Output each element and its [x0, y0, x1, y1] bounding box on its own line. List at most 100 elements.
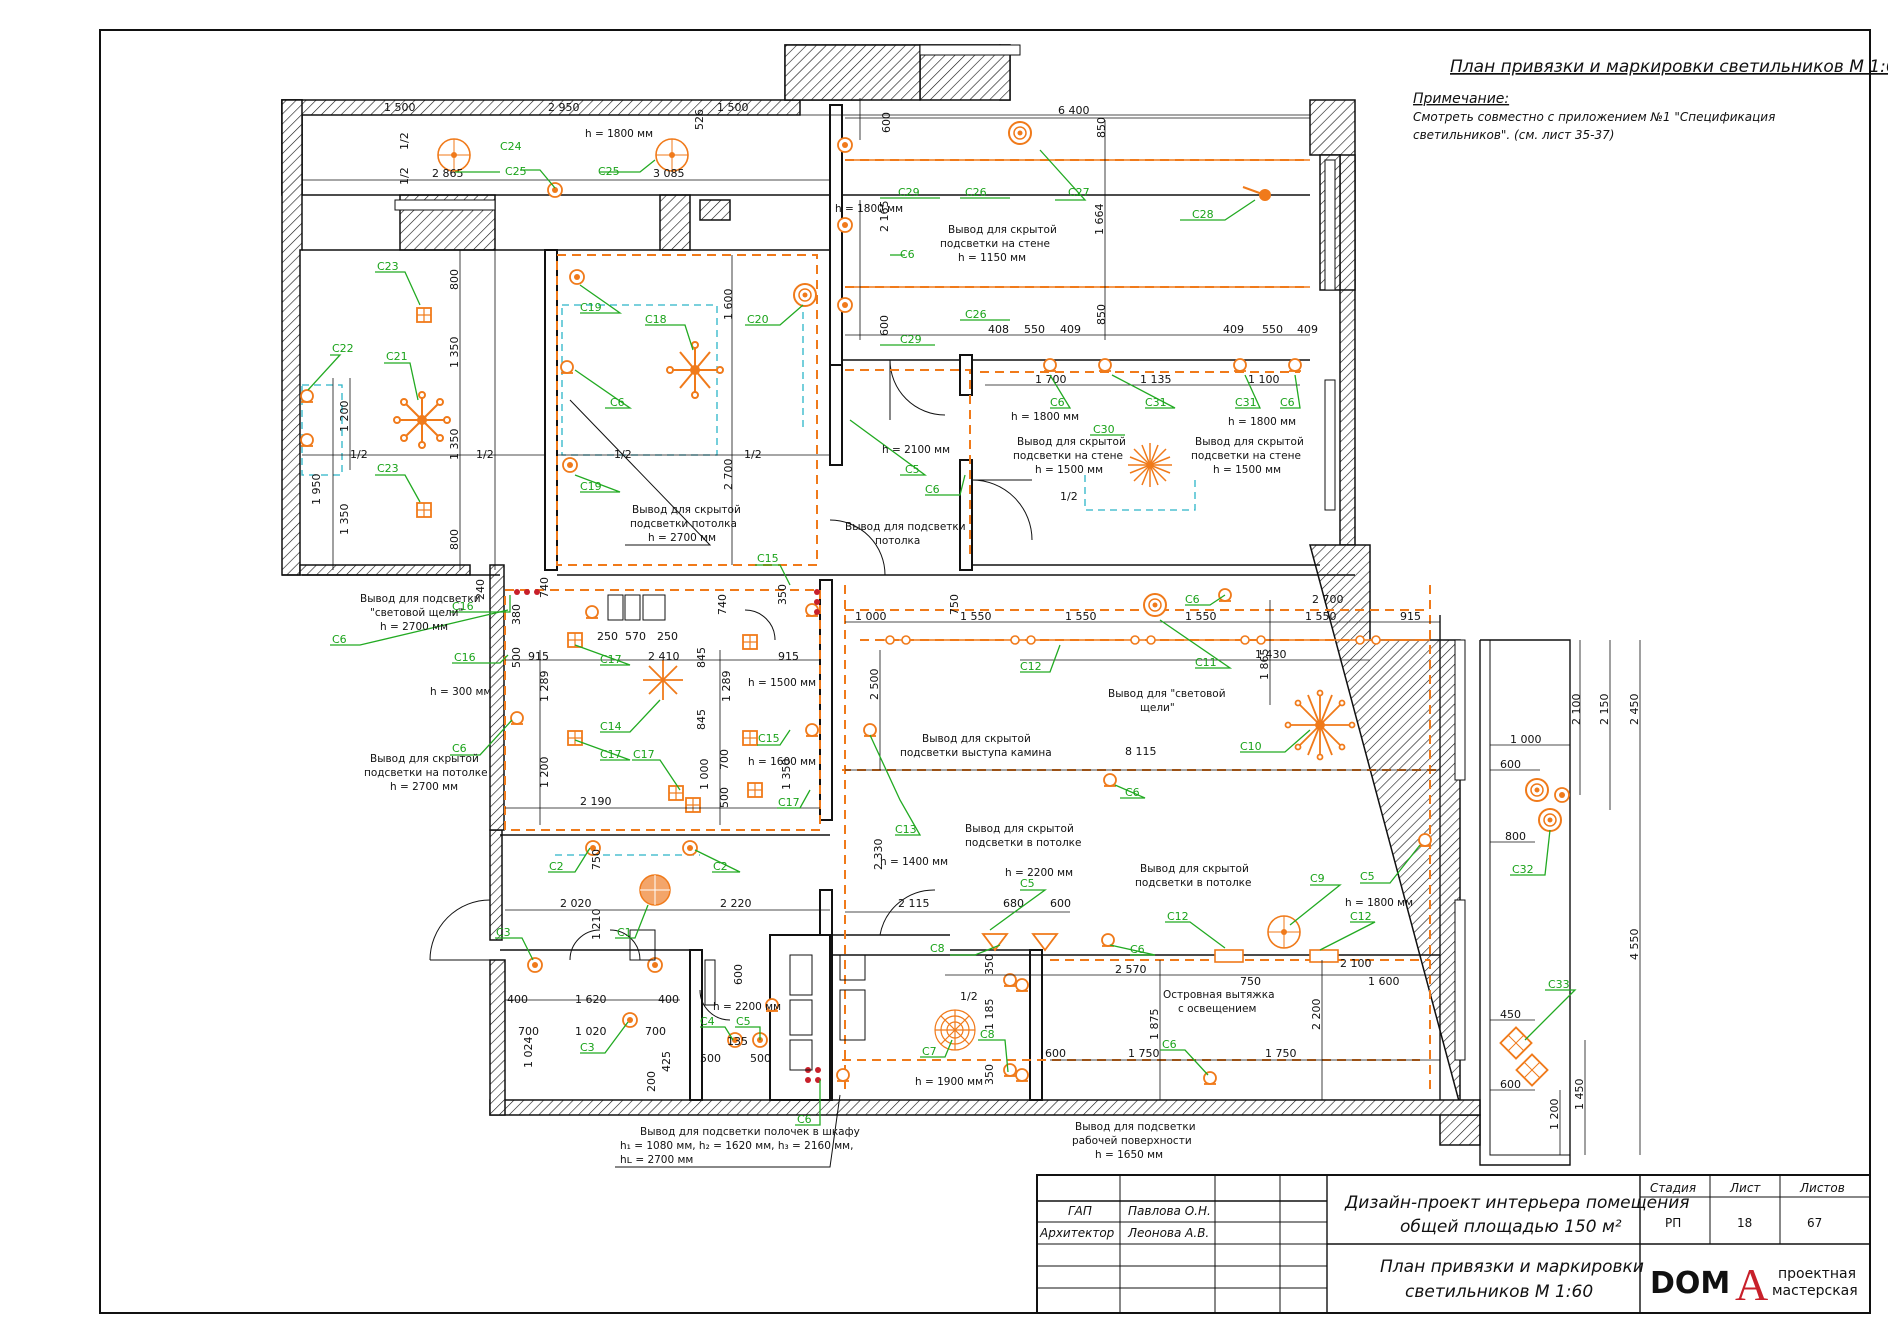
svg-text:C14: C14 [600, 720, 622, 733]
svg-text:подсветки в потолке: подсветки в потолке [965, 837, 1081, 849]
svg-text:1 185: 1 185 [983, 999, 996, 1031]
svg-text:h = 1500 мм: h = 1500 мм [748, 677, 816, 689]
svg-text:C11: C11 [1195, 656, 1217, 669]
svg-text:1 600: 1 600 [722, 289, 735, 321]
svg-text:h = 1800 мм: h = 1800 мм [1345, 897, 1413, 909]
svg-text:C6: C6 [925, 483, 940, 496]
svg-text:2 700: 2 700 [1312, 593, 1344, 606]
svg-text:1 135: 1 135 [1140, 373, 1172, 386]
svg-text:C4: C4 [700, 1015, 715, 1028]
svg-text:800: 800 [1505, 830, 1526, 843]
svg-text:500: 500 [700, 1052, 721, 1065]
note-texts: Вывод для скрытой подсветки на стене h =… [360, 128, 1413, 1168]
svg-text:C10: C10 [1240, 740, 1262, 753]
note-line-2: светильников". (см. лист 35-37) [1413, 128, 1614, 142]
balcony [1479, 639, 1571, 1166]
svg-text:1 350: 1 350 [338, 504, 351, 536]
svg-text:C8: C8 [980, 1028, 995, 1041]
svg-text:h = 1800 мм: h = 1800 мм [1228, 416, 1296, 428]
svg-text:h = 1400 мм: h = 1400 мм [880, 856, 948, 868]
svg-text:2 220: 2 220 [720, 897, 752, 910]
svg-text:C6: C6 [1050, 396, 1065, 409]
svg-text:1 550: 1 550 [1305, 610, 1337, 623]
svg-text:1 200: 1 200 [538, 757, 551, 789]
svg-text:380: 380 [510, 604, 523, 625]
svg-text:600: 600 [1045, 1047, 1066, 1060]
svg-text:C23: C23 [377, 260, 399, 273]
svg-text:600: 600 [1050, 897, 1071, 910]
svg-text:1 289: 1 289 [720, 671, 733, 703]
svg-text:h = 1500 мм: h = 1500 мм [1035, 464, 1103, 476]
svg-text:1 550: 1 550 [1065, 610, 1097, 623]
svg-text:1/2: 1/2 [1060, 490, 1078, 503]
svg-text:915: 915 [778, 650, 799, 663]
svg-text:400: 400 [507, 993, 528, 1006]
svg-text:1 550: 1 550 [1185, 610, 1217, 623]
svg-text:680: 680 [1003, 897, 1024, 910]
svg-text:с освещением: с освещением [1178, 1003, 1256, 1015]
svg-text:2 190: 2 190 [580, 795, 612, 808]
svg-text:500: 500 [750, 1052, 771, 1065]
svg-text:"световой щели": "световой щели" [370, 607, 463, 619]
sheet-title: План привязки и маркировки светильников … [1450, 57, 1888, 77]
svg-text:C12: C12 [1167, 910, 1189, 923]
svg-text:1 950: 1 950 [310, 474, 323, 506]
svg-text:C17: C17 [600, 653, 622, 666]
svg-text:DOM: DOM [1650, 1266, 1730, 1301]
svg-text:C2: C2 [549, 860, 564, 873]
svg-text:700: 700 [645, 1025, 666, 1038]
svg-text:1 210: 1 210 [590, 909, 603, 941]
svg-text:проектная: проектная [1778, 1266, 1856, 1282]
svg-text:h = 2700 мм: h = 2700 мм [648, 532, 716, 544]
company-logo: DOM A проектная мастерская [1650, 1259, 1858, 1310]
svg-text:C12: C12 [1350, 910, 1372, 923]
svg-text:750: 750 [948, 594, 961, 615]
svg-text:1/2: 1/2 [960, 990, 978, 1003]
svg-text:1 350: 1 350 [448, 337, 461, 369]
svg-text:425: 425 [660, 1051, 673, 1072]
svg-text:3 085: 3 085 [653, 167, 685, 180]
svg-text:1 350: 1 350 [780, 759, 793, 791]
svg-text:C26: C26 [965, 186, 987, 199]
svg-text:C23: C23 [377, 462, 399, 475]
svg-text:500: 500 [510, 647, 523, 668]
svg-text:C7: C7 [922, 1045, 937, 1058]
svg-text:C13: C13 [895, 823, 917, 836]
svg-text:1 200: 1 200 [1548, 1099, 1561, 1131]
svg-text:850: 850 [1095, 304, 1108, 325]
svg-text:C6: C6 [1125, 786, 1140, 799]
svg-text:1 020: 1 020 [575, 1025, 607, 1038]
svg-text:подсветки на стене: подсветки на стене [1191, 450, 1301, 462]
sheet-title-block: План привязки и маркировки светильников … [1413, 57, 1888, 142]
svg-text:C22: C22 [332, 342, 354, 355]
svg-text:2 115: 2 115 [898, 897, 930, 910]
svg-text:C33: C33 [1548, 978, 1570, 991]
svg-text:2 865: 2 865 [432, 167, 464, 180]
svg-text:2 200: 2 200 [1310, 999, 1323, 1031]
svg-text:C6: C6 [797, 1113, 812, 1126]
svg-text:450: 450 [1500, 1008, 1521, 1021]
svg-text:750: 750 [1240, 975, 1261, 988]
svg-text:C3: C3 [580, 1041, 595, 1054]
svg-text:Вывод для скрытой: Вывод для скрытой [370, 753, 479, 765]
svg-text:C21: C21 [386, 350, 408, 363]
svg-text:1 664: 1 664 [1093, 204, 1106, 236]
svg-text:подсветки в потолке: подсветки в потолке [1135, 877, 1251, 889]
svg-text:мастерская: мастерская [1772, 1283, 1858, 1299]
svg-text:1 500: 1 500 [384, 101, 416, 114]
svg-text:C9: C9 [1310, 872, 1325, 885]
svg-text:подсветки потолка: подсветки потолка [630, 518, 737, 530]
svg-text:600: 600 [732, 964, 745, 985]
name-1: Павлова О.Н. [1128, 1204, 1211, 1218]
svg-text:600: 600 [1500, 1078, 1521, 1091]
svg-text:1 289: 1 289 [538, 671, 551, 703]
svg-text:550: 550 [1024, 323, 1045, 336]
svg-text:A: A [1735, 1259, 1768, 1310]
svg-text:h = 1600 мм: h = 1600 мм [748, 756, 816, 768]
svg-text:h = 1900 мм: h = 1900 мм [915, 1076, 983, 1088]
svg-text:C17: C17 [600, 748, 622, 761]
svg-text:1 350: 1 350 [448, 429, 461, 461]
svg-text:1 100: 1 100 [1248, 373, 1280, 386]
svg-text:Вывод для скрытой: Вывод для скрытой [1017, 436, 1126, 448]
